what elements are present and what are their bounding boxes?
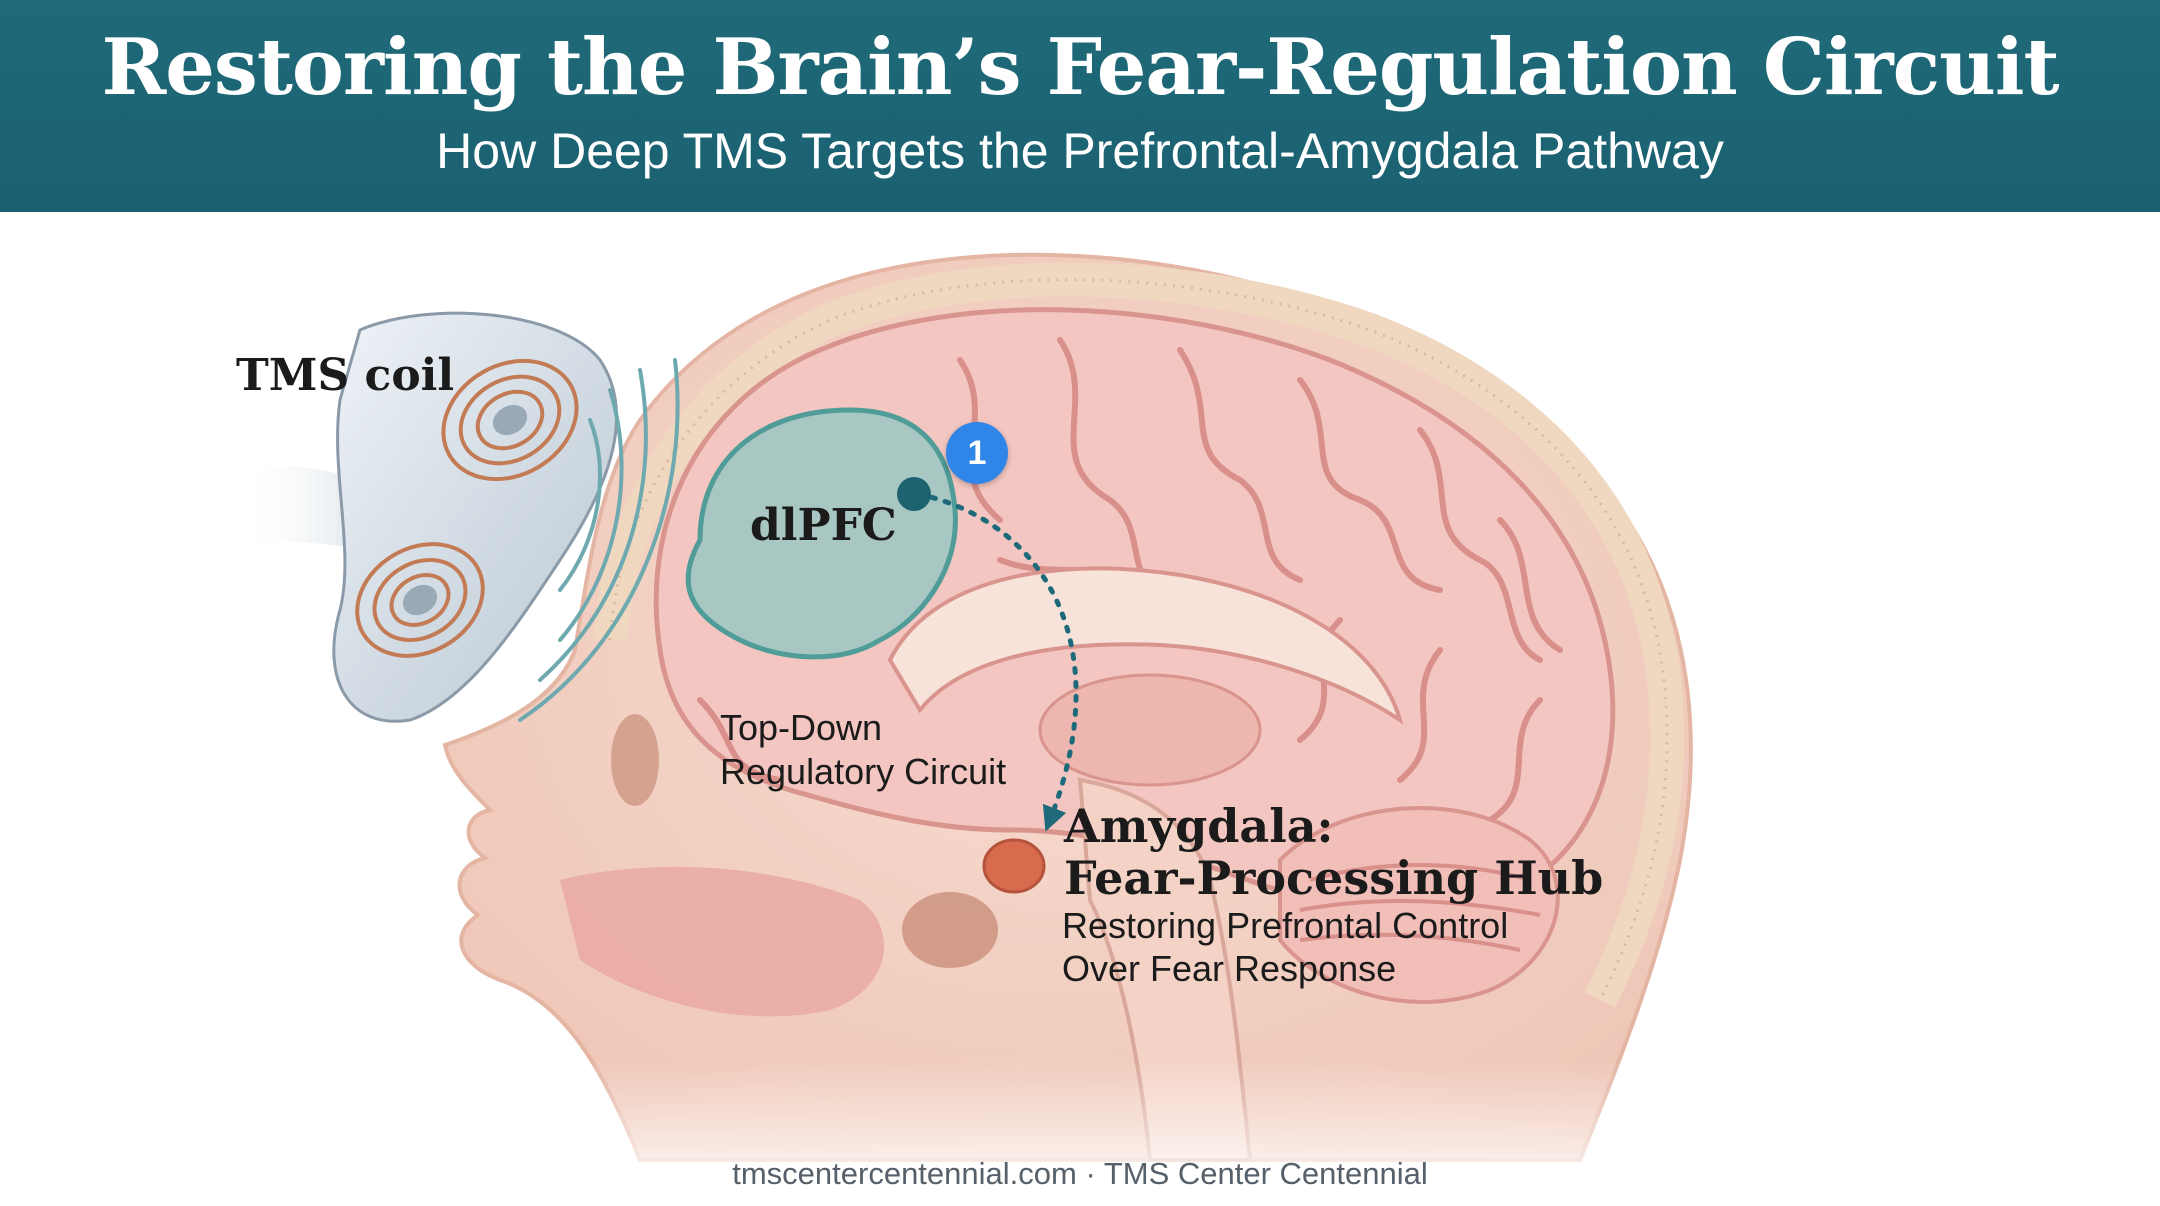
tms-coil-label: TMS coil: [236, 350, 455, 401]
stimulation-point: [897, 477, 931, 511]
nasal-cavity: [560, 866, 884, 1017]
brain-diagram: [0, 252, 2160, 1206]
sinus: [902, 892, 998, 968]
step-badge: 1: [946, 422, 1008, 484]
footer-credit: tmscentercentennial.com · TMS Center Cen…: [732, 1156, 1428, 1191]
amygdala-title: Amygdala: Fear-Processing Hub: [1064, 800, 1603, 904]
amygdala-desc-line2: Over Fear Response: [1062, 948, 1397, 989]
header-banner: Restoring the Brain’s Fear-Regulation Ci…: [0, 0, 2160, 212]
pathway-arrow: [915, 491, 1079, 832]
amygdala-title-line1: Amygdala:: [1064, 799, 1334, 853]
amygdala: [982, 838, 1046, 894]
tms-coil-icon: [240, 311, 619, 723]
amygdala-desc-line1: Restoring Prefrontal Control: [1062, 905, 1509, 946]
dlpfc-label: dlPFC: [750, 500, 897, 551]
dlpfc-region: [685, 407, 958, 660]
amygdala-description: Restoring Prefrontal Control Over Fear R…: [1062, 904, 1508, 990]
page-subtitle: How Deep TMS Targets the Prefrontal-Amyg…: [436, 123, 1724, 179]
circuit-label: Top-Down Regulatory Circuit: [720, 706, 1006, 794]
circuit-label-line2: Regulatory Circuit: [720, 751, 1007, 792]
page-title: Restoring the Brain’s Fear-Regulation Ci…: [101, 22, 2059, 113]
thalamus: [1038, 673, 1262, 787]
corpus-callosum: [887, 566, 1404, 725]
cerebellum: [1278, 806, 1560, 1004]
amygdala-title-line2: Fear-Processing Hub: [1064, 851, 1604, 905]
circuit-label-line1: Top-Down: [720, 707, 883, 748]
field-waves: [518, 358, 680, 722]
